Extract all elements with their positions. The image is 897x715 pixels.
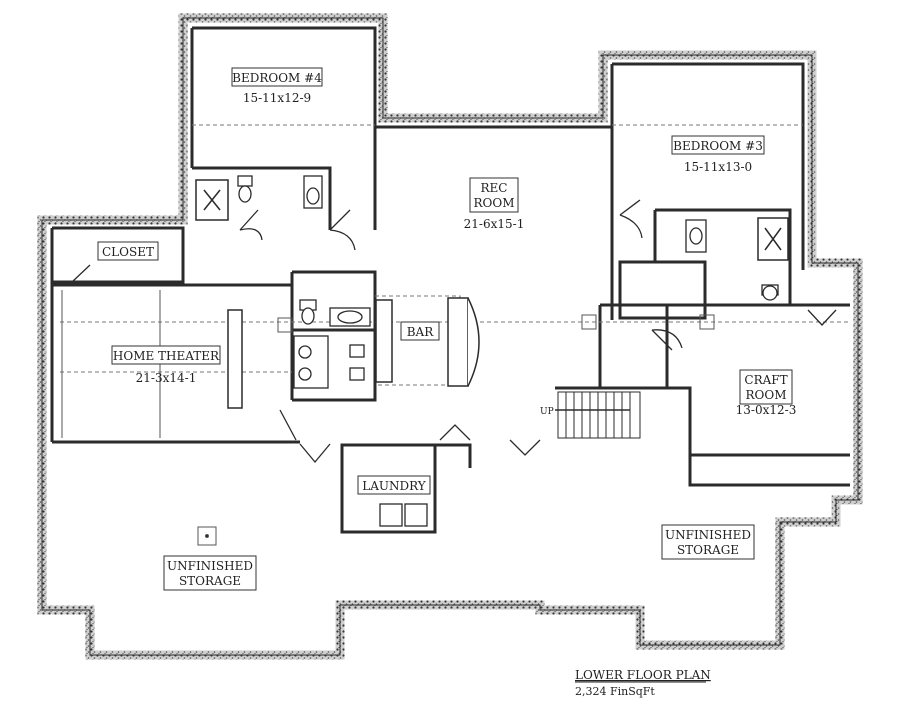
storage-left-line1: UNFINISHED — [167, 559, 253, 573]
craft-room-line2: ROOM — [746, 388, 787, 402]
storage-right-label: UNFINISHED STORAGE — [661, 524, 755, 560]
bar-name: BAR — [407, 325, 434, 339]
laundry-name: LAUNDRY — [362, 479, 427, 493]
bedroom-3-name: BEDROOM #3 — [673, 139, 763, 153]
bedroom-3-dims: 15-11x13-0 — [684, 160, 752, 174]
rec-room-label: REC ROOM 21-6x15-1 — [464, 177, 525, 231]
craft-room-dims: 13-0x12-3 — [736, 403, 797, 417]
staircase — [555, 391, 641, 439]
interior-walls — [50, 26, 850, 534]
shower-right — [757, 217, 789, 261]
home-theater-label-box — [111, 345, 221, 365]
stair-up-label: UP — [540, 407, 554, 417]
plan-area: 2,324 FinSqFt — [575, 685, 655, 698]
bedroom-4-name: BEDROOM #4 — [232, 71, 322, 85]
closet-label-box — [97, 241, 159, 261]
rec-room-dims: 21-6x15-1 — [464, 217, 525, 231]
bedroom-4-label-box — [231, 67, 323, 87]
home-theater-label: HOME THEATER 21-3x14-1 — [111, 345, 221, 385]
bedroom-4-dims: 15-11x12-9 — [243, 91, 311, 105]
rec-room-label-box — [469, 177, 519, 213]
home-theater-dims: 21-3x14-1 — [136, 371, 197, 385]
storage-right-line2: STORAGE — [677, 543, 739, 557]
doors — [71, 199, 837, 464]
storage-left-label-box — [163, 555, 257, 591]
bar-label-box — [400, 321, 440, 341]
laundry-label: LAUNDRY — [357, 475, 431, 495]
bedroom-4-label: BEDROOM #4 15-11x12-9 — [231, 67, 323, 105]
craft-room-line1: CRAFT — [744, 373, 787, 387]
home-theater-name: HOME THEATER — [113, 349, 220, 363]
theater-screen — [227, 309, 243, 409]
craft-room-label-box — [739, 369, 793, 405]
bar-label: BAR — [400, 321, 440, 341]
laundry-label-box — [357, 475, 431, 495]
storage-right-line1: UNFINISHED — [665, 528, 751, 542]
bedroom-3-label: BEDROOM #3 15-11x13-0 — [671, 135, 765, 174]
craft-room-label: CRAFT ROOM 13-0x12-3 — [736, 369, 797, 417]
bath-fixtures — [237, 175, 779, 527]
bar-counter — [375, 297, 480, 387]
storage-left-label: UNFINISHED STORAGE — [163, 555, 257, 591]
plan-title-block: LOWER FLOOR PLAN 2,324 FinSqFt — [575, 668, 711, 698]
rec-room-line1: REC — [481, 181, 508, 195]
closet-name: CLOSET — [102, 245, 154, 259]
shower-left — [195, 179, 229, 221]
storage-right-label-box — [661, 524, 755, 560]
bedroom-3-label-box — [671, 135, 765, 155]
plan-title: LOWER FLOOR PLAN — [575, 668, 711, 682]
storage-left-line2: STORAGE — [179, 574, 241, 588]
closet-label: CLOSET — [97, 241, 159, 261]
rec-room-line2: ROOM — [474, 196, 515, 210]
columns — [197, 314, 715, 546]
